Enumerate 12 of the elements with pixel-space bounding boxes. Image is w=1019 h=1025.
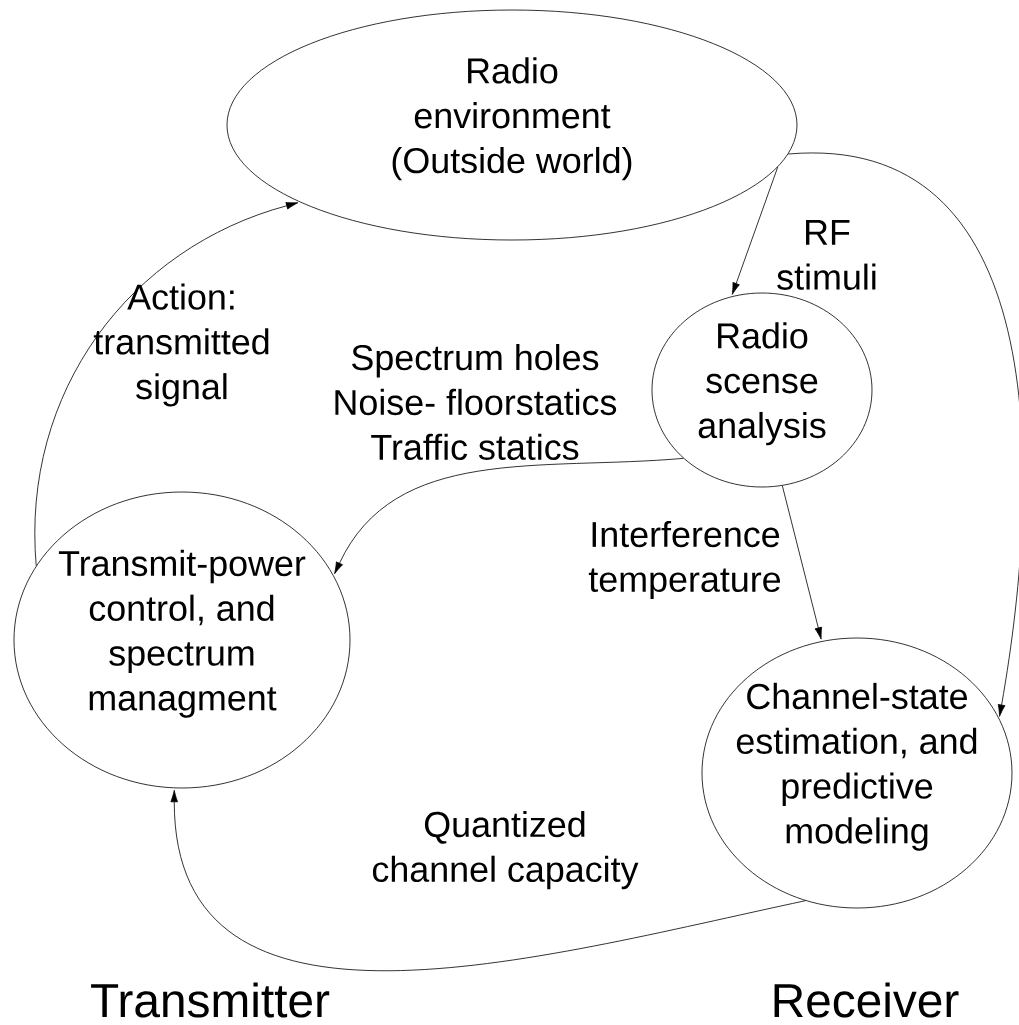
edge-label: Action: transmitted signal <box>93 283 269 407</box>
arrow <box>34 202 299 567</box>
edge-label: Quantized channel capacity <box>372 810 639 890</box>
edge-label: Interference temperature <box>588 520 781 600</box>
arrow <box>731 166 779 295</box>
side-label: Transmitter <box>91 982 330 1018</box>
arrow <box>787 153 1019 717</box>
side-label: Receiver <box>774 982 959 1018</box>
arrow <box>781 485 822 640</box>
edge-label: Spectrum holes Noise- floorstatics Traffic statics <box>335 344 617 460</box>
arrow <box>170 789 806 972</box>
arrow <box>334 457 684 575</box>
